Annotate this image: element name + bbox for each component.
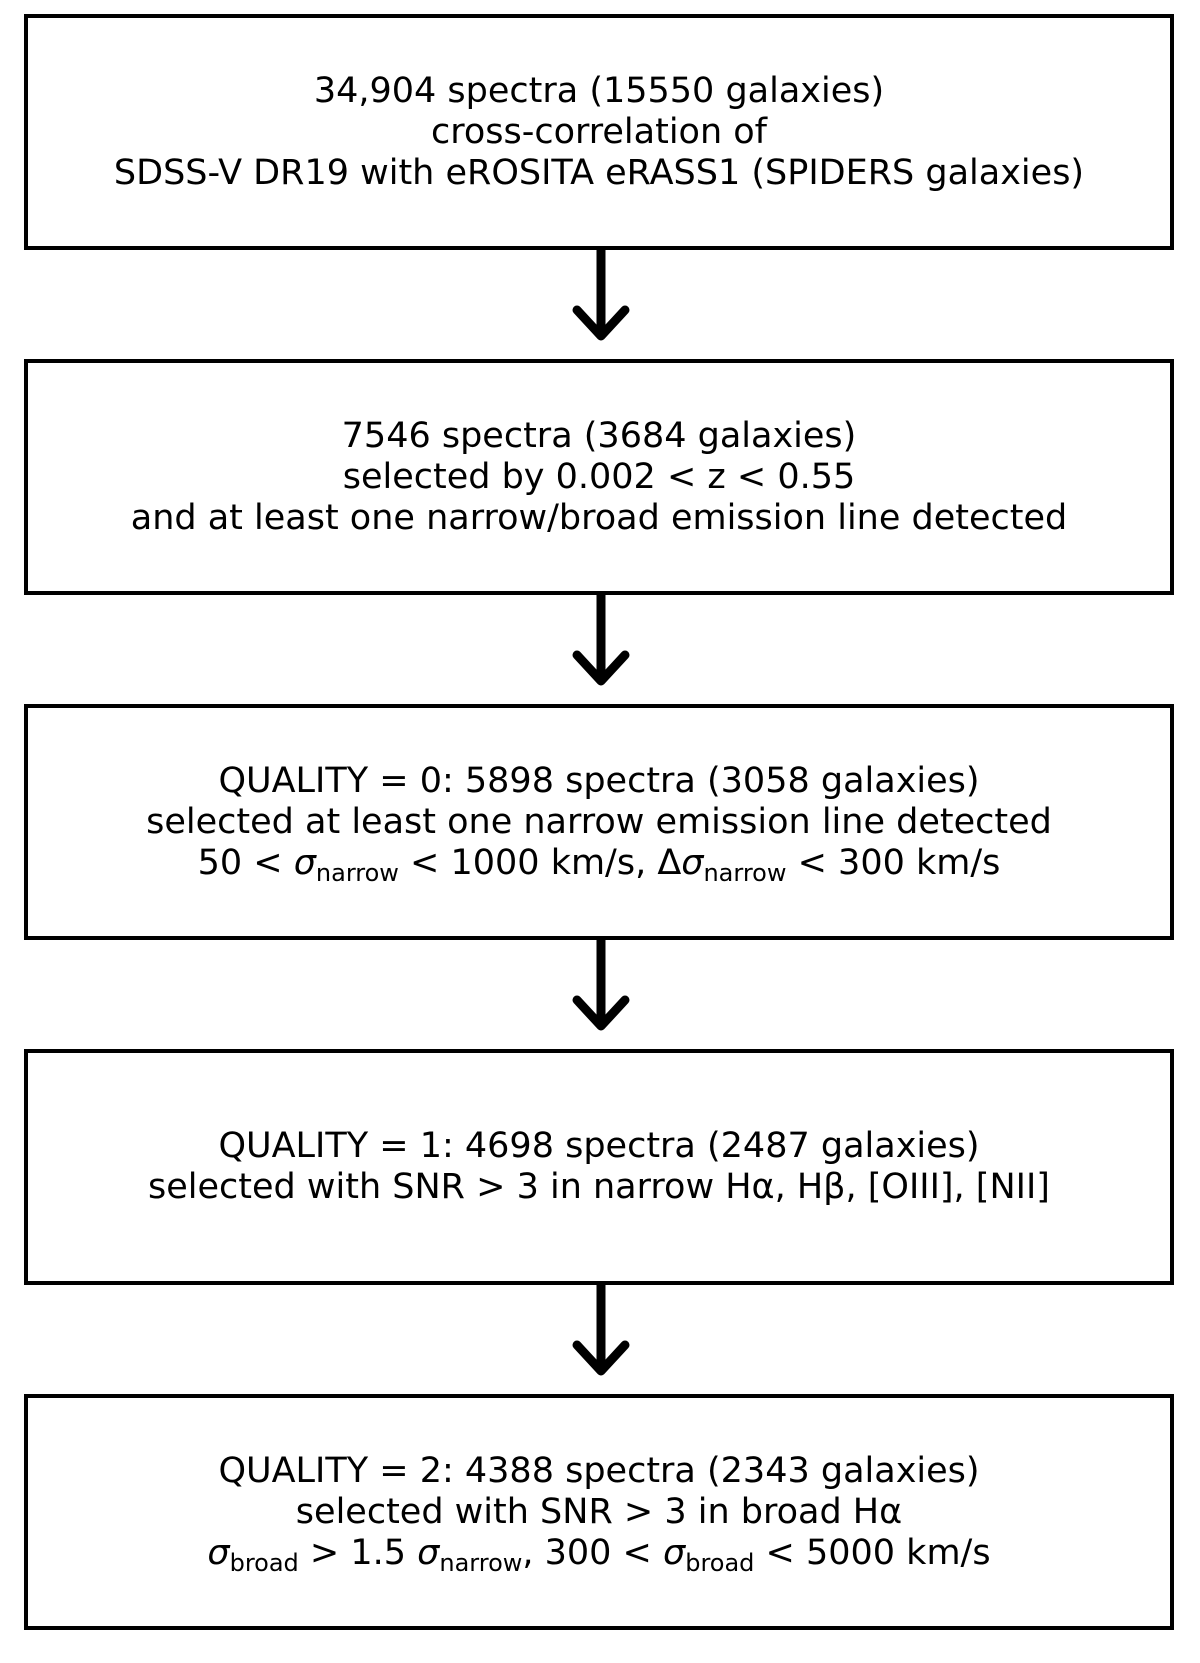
down-arrow-4 bbox=[572, 1285, 630, 1376]
box-4-line-1: QUALITY = 1: 4698 spectra (2487 galaxies… bbox=[218, 1126, 980, 1166]
box-5-line-3-part-1: > 1.5 bbox=[298, 1532, 418, 1573]
box-1-line-3: SDSS-V DR19 with eROSITA eRASS1 (SPIDERS… bbox=[113, 152, 1085, 193]
box-3-line-3-part-1: 50 < bbox=[197, 842, 294, 883]
sigma-symbol: σ bbox=[663, 1532, 686, 1573]
flowchart-box-redshift-selection: 7546 spectra (3684 galaxies) selected by… bbox=[24, 359, 1174, 595]
box-3-line-1: QUALITY = 0: 5898 spectra (3058 galaxies… bbox=[218, 760, 980, 801]
sigma-symbol: σ bbox=[293, 842, 316, 883]
sigma-symbol: σ bbox=[681, 842, 704, 883]
box-1-line-2: cross-correlation of bbox=[430, 111, 768, 152]
subscript-broad: broad bbox=[229, 1548, 299, 1577]
flowchart-box-initial-sample: 34,904 spectra (15550 galaxies) cross-co… bbox=[24, 14, 1174, 250]
box-3-line-3-part-2: < 1000 km/s, Δ bbox=[398, 842, 682, 883]
subscript-narrow: narrow bbox=[315, 858, 399, 887]
box-5-line-3-part-2: , 300 < bbox=[522, 1532, 664, 1573]
flowchart-box-quality-2: QUALITY = 2: 4388 spectra (2343 galaxies… bbox=[24, 1394, 1174, 1630]
box-2-line-1: 7546 spectra (3684 galaxies) bbox=[341, 415, 857, 456]
box-4-line-2: selected with SNR > 3 in narrow Hα, Hβ, … bbox=[148, 1167, 1050, 1207]
subscript-narrow: narrow bbox=[703, 858, 787, 887]
down-arrow-1 bbox=[572, 250, 630, 341]
down-arrow-3 bbox=[572, 940, 630, 1031]
sigma-symbol: σ bbox=[417, 1532, 440, 1573]
box-5-line-3: σbroad > 1.5 σnarrow, 300 < σbroad < 500… bbox=[207, 1532, 991, 1577]
box-3-line-2: selected at least one narrow emission li… bbox=[146, 801, 1052, 842]
box-5-line-2: selected with SNR > 3 in broad Hα bbox=[295, 1491, 903, 1532]
sigma-symbol: σ bbox=[207, 1532, 230, 1573]
box-1-line-1: 34,904 spectra (15550 galaxies) bbox=[313, 70, 885, 111]
box-3-line-3: 50 < σnarrow < 1000 km/s, Δσnarrow < 300… bbox=[197, 842, 1001, 887]
subscript-narrow: narrow bbox=[439, 1548, 523, 1577]
flowchart-box-quality-0: QUALITY = 0: 5898 spectra (3058 galaxies… bbox=[24, 704, 1174, 940]
subscript-broad: broad bbox=[685, 1548, 755, 1577]
box-2-line-3: and at least one narrow/broad emission l… bbox=[130, 497, 1068, 538]
flowchart-box-quality-1: QUALITY = 1: 4698 spectra (2487 galaxies… bbox=[24, 1049, 1174, 1285]
box-5-line-1: QUALITY = 2: 4388 spectra (2343 galaxies… bbox=[218, 1450, 980, 1491]
box-3-line-3-part-3: < 300 km/s bbox=[786, 842, 1001, 883]
box-5-line-3-part-3: < 5000 km/s bbox=[754, 1532, 991, 1573]
box-2-line-2: selected by 0.002 < z < 0.55 bbox=[342, 456, 856, 497]
down-arrow-2 bbox=[572, 595, 630, 686]
